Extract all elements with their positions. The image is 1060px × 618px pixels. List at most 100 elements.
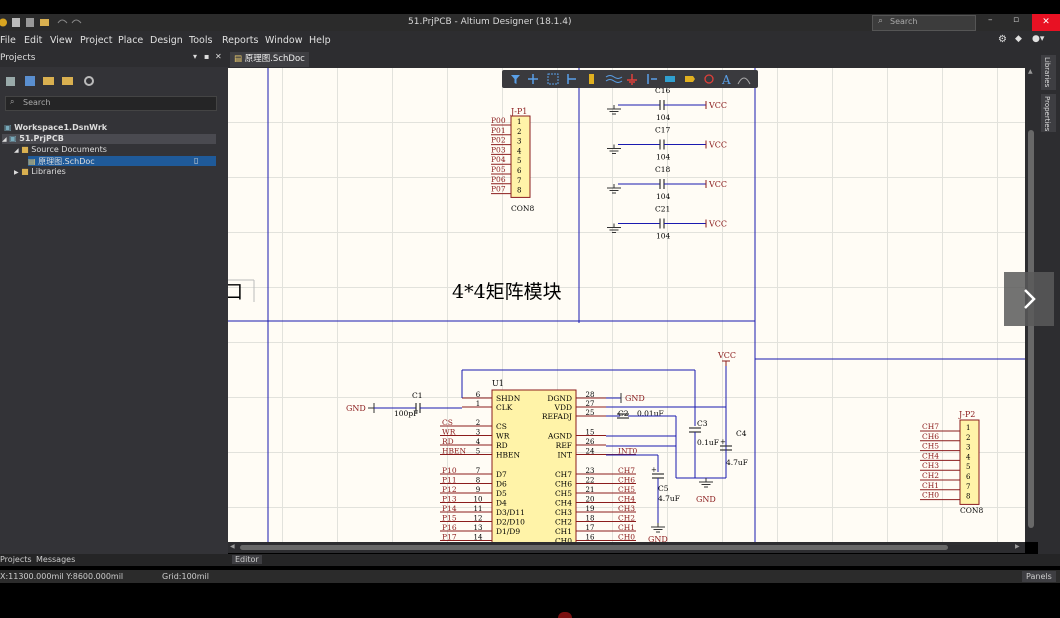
redo-icon	[71, 19, 82, 24]
menu-tools[interactable]: Tools	[189, 35, 213, 46]
maximize-button[interactable]: ▫	[1013, 15, 1020, 25]
menu-place[interactable]: Place	[118, 35, 144, 46]
menu-project[interactable]: Project	[80, 35, 113, 46]
jp1-pin-number: 7	[517, 177, 521, 185]
panel-pin-icon[interactable]: ▪	[204, 52, 210, 61]
jp2-pin-number: 5	[966, 463, 970, 471]
c1-value: 100pF	[394, 409, 418, 418]
u1-pin-name: D1/D9	[496, 527, 520, 536]
c4-polarity-mark: +	[720, 438, 726, 446]
u1-net-label: P14	[442, 504, 457, 513]
u1-pin-name: REFADJ	[542, 412, 572, 421]
folder-icon	[62, 77, 73, 85]
minimize-button[interactable]: –	[988, 15, 993, 25]
status-bar: X:11300.000mil Y:8600.000mil Grid:100mil…	[0, 570, 1060, 583]
tree-schdoc[interactable]: ▤ 原理图.SchDoc ▯	[28, 156, 216, 166]
settings-gear-icon[interactable]: ⚙	[998, 34, 1007, 45]
folder-icon: ■	[21, 167, 29, 176]
next-page-overlay-button[interactable]	[1004, 272, 1054, 326]
notifications-icon[interactable]: ◆	[1015, 34, 1022, 44]
projects-panel-title: Projects	[0, 53, 36, 63]
horizontal-scroll-right-icon[interactable]: ▶	[1015, 543, 1020, 550]
libraries-side-tab[interactable]: Libraries	[1041, 55, 1056, 90]
agnd-net-label: GND	[696, 495, 716, 504]
horizontal-scrollbar[interactable]: ◀ ▶	[228, 542, 1025, 553]
jp1-pin-number: 8	[517, 187, 521, 195]
jp2-net-label: CH0	[922, 491, 939, 500]
u1-net-label: CH7	[618, 466, 635, 475]
c3-value: 0.1uF	[697, 438, 719, 447]
jp1-body	[510, 115, 531, 198]
jp2-pin-number: 4	[966, 453, 971, 461]
expand-arrow-icon[interactable]: ◢	[14, 147, 19, 154]
u1-pin-number: 8	[476, 477, 480, 485]
jp2-pin-number: 6	[966, 473, 971, 481]
c5-value: 4.7uF	[658, 494, 680, 503]
u1-pin-number: 17	[586, 524, 595, 532]
tab-schdoc[interactable]: ▤ 原理图.SchDoc	[230, 52, 309, 67]
user-account-icon[interactable]: ●▾	[1032, 34, 1045, 44]
tab-projects[interactable]: Projects	[0, 555, 32, 564]
horizontal-scroll-left-icon[interactable]: ◀	[230, 543, 235, 550]
u1-pin-number: 14	[474, 534, 483, 542]
panel-close-icon[interactable]: ✕	[215, 52, 222, 61]
wire-icon	[605, 75, 623, 83]
libraries-label: Libraries	[31, 167, 66, 176]
jp1-net-label: P04	[491, 155, 506, 164]
u1-pin-name: CH0	[555, 537, 572, 543]
panel-menu-icon[interactable]: ▾	[193, 52, 198, 61]
menu-file[interactable]: File	[0, 35, 16, 46]
close-button[interactable]: ✕	[1032, 14, 1060, 31]
properties-side-tab[interactable]: Properties	[1041, 94, 1056, 132]
u1-net-label: P15	[442, 514, 457, 523]
vcc-net-label-u1: VCC	[717, 351, 736, 360]
menu-view[interactable]: View	[50, 35, 73, 46]
vcc-net-label: VCC	[708, 101, 727, 110]
menu-edit[interactable]: Edit	[24, 35, 43, 46]
title-bar: 51.PrjPCB - Altium Designer (18.1.4) ⌕ S…	[0, 14, 1060, 31]
schematic-drawing[interactable]: 4*4矩阵模块口J-P11P002P013P024P035P046P057P06…	[228, 68, 1025, 542]
jp2-net-label: CH4	[922, 451, 939, 460]
tree-project[interactable]: ◢ ▣ 51.PrjPCB	[2, 134, 216, 144]
tree-libraries[interactable]: ▶ ■ Libraries	[14, 167, 66, 176]
source-documents-label: Source Documents	[31, 145, 107, 154]
active-bar-toolbar[interactable]: A	[502, 70, 758, 88]
projects-panel-toolbar[interactable]	[0, 73, 100, 91]
expand-arrow-icon[interactable]: ◢	[2, 136, 7, 143]
u1-pin-number: 12	[474, 515, 483, 523]
jp2-pin-number: 3	[966, 444, 970, 452]
global-search[interactable]: ⌕ Search	[872, 15, 976, 31]
tab-editor[interactable]: Editor	[232, 555, 262, 564]
tree-workspace[interactable]: ▣ Workspace1.DsnWrk	[4, 123, 107, 132]
quick-access-toolbar[interactable]	[0, 14, 90, 31]
jp1-net-label: P02	[491, 136, 506, 145]
c4-value: 4.7uF	[726, 458, 748, 467]
panels-button[interactable]: Panels	[1022, 571, 1056, 582]
u1-pin-number: 26	[586, 438, 595, 446]
open-icon	[40, 19, 49, 26]
u1-pin-name: CH5	[555, 489, 572, 498]
schematic-doc-icon: ▤	[234, 54, 243, 64]
collapse-arrow-icon[interactable]: ▶	[14, 169, 19, 176]
vertical-scroll-up-icon[interactable]: ▲	[1028, 68, 1033, 75]
jp1-net-label: P06	[491, 175, 506, 184]
u1-pin-name: CH3	[555, 508, 572, 517]
u1-pin-number: 13	[474, 524, 483, 532]
text-icon: A	[721, 73, 731, 87]
vertical-scroll-thumb[interactable]	[1028, 130, 1034, 528]
move-icon	[528, 74, 538, 84]
menu-design[interactable]: Design	[150, 35, 183, 46]
u1-pin-number: 18	[586, 515, 595, 523]
menu-reports[interactable]: Reports	[222, 35, 259, 46]
u1-pin-name: CH7	[555, 470, 572, 479]
libraries-side-tab-label: Libraries	[1043, 57, 1051, 88]
menu-help[interactable]: Help	[309, 35, 331, 46]
jp1-footprint: CON8	[511, 204, 534, 213]
horizontal-scroll-thumb[interactable]	[240, 545, 948, 550]
projects-search-box[interactable]: ⌕ Search	[5, 96, 217, 111]
menu-window[interactable]: Window	[265, 35, 303, 46]
tree-source-documents[interactable]: ◢ ■ Source Documents	[14, 145, 107, 154]
jp1-pin-number: 6	[517, 167, 522, 175]
tab-messages[interactable]: Messages	[36, 555, 76, 564]
